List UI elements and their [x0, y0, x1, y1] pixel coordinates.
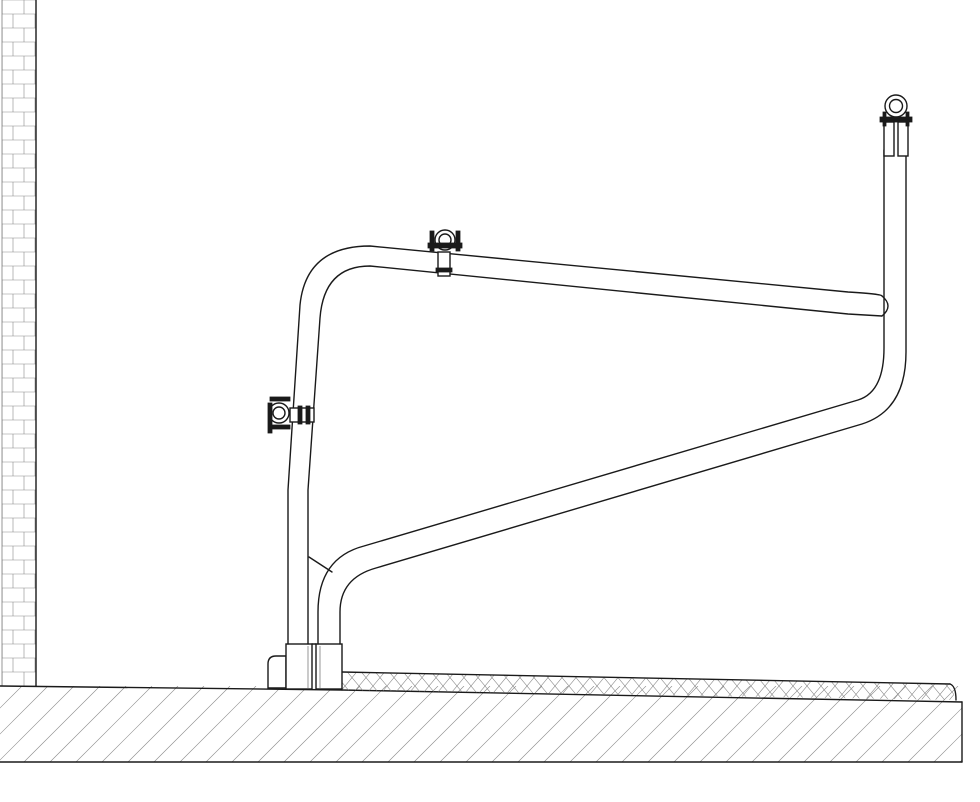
concrete-floor: [0, 685, 963, 763]
pipe-clamp-icon: [267, 396, 315, 434]
floor-screed: [341, 671, 957, 701]
pipe-clamp-icon: [427, 229, 463, 277]
base-plate: [267, 643, 343, 690]
pipe-lower-run: [317, 149, 907, 645]
pipe-clamp-icon: [879, 94, 913, 157]
brick-wall: [1, 0, 37, 687]
pipe-upper-run: [287, 245, 889, 645]
